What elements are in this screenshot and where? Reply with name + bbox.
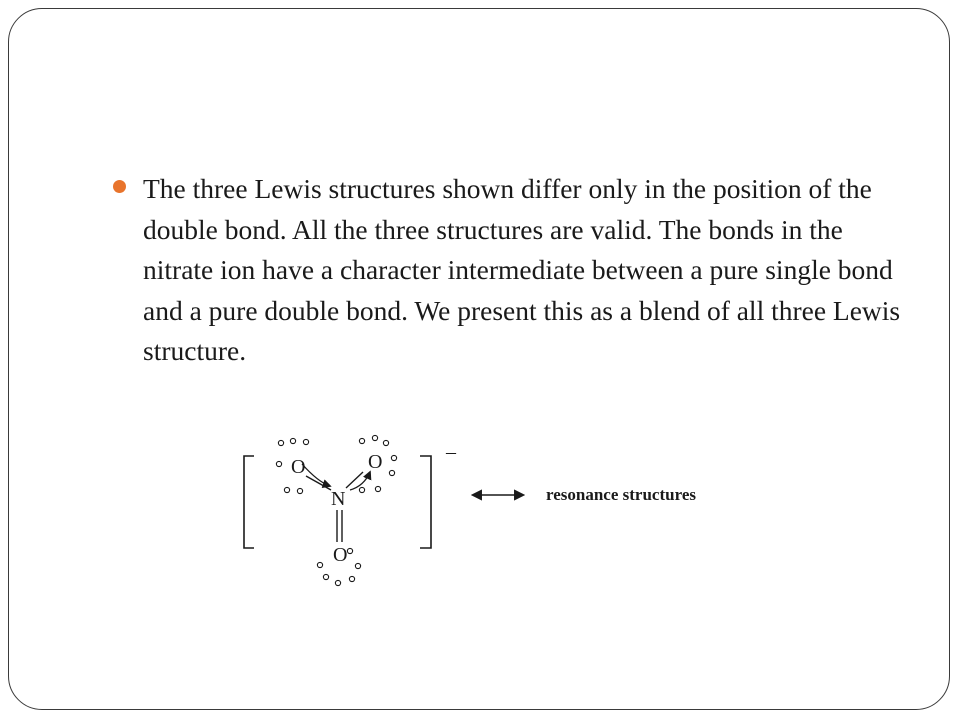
curved-arrow-right	[349, 470, 372, 491]
lone-pairs-right-oxygen	[358, 434, 398, 494]
nitrate-lewis-structure: – O O N O	[243, 434, 696, 587]
bullet-text: The three Lewis structures shown differ …	[143, 173, 901, 366]
ion-charge: –	[445, 441, 457, 463]
bullet-dot-icon	[113, 180, 126, 193]
left-oxygen-atom: O	[291, 456, 305, 478]
lone-pairs-bottom-oxygen	[316, 547, 362, 587]
nitrogen-atom: N	[331, 488, 345, 510]
resonance-caption: resonance structures	[546, 485, 696, 504]
bullet-item: The three Lewis structures shown differ …	[113, 169, 903, 372]
left-bracket	[243, 455, 254, 549]
lone-pairs-left-oxygen	[275, 437, 310, 495]
bottom-oxygen-atom: O	[333, 544, 347, 566]
right-oxygen-atom: O	[368, 451, 382, 473]
bond-left-oxygen	[305, 475, 332, 491]
curved-arrow-left	[301, 463, 332, 489]
nitrate-resonance-diagram: – O O N O	[232, 420, 732, 595]
slide: The three Lewis structures shown differ …	[8, 8, 950, 710]
bond-right-oxygen	[345, 471, 364, 489]
right-bracket	[420, 455, 432, 549]
